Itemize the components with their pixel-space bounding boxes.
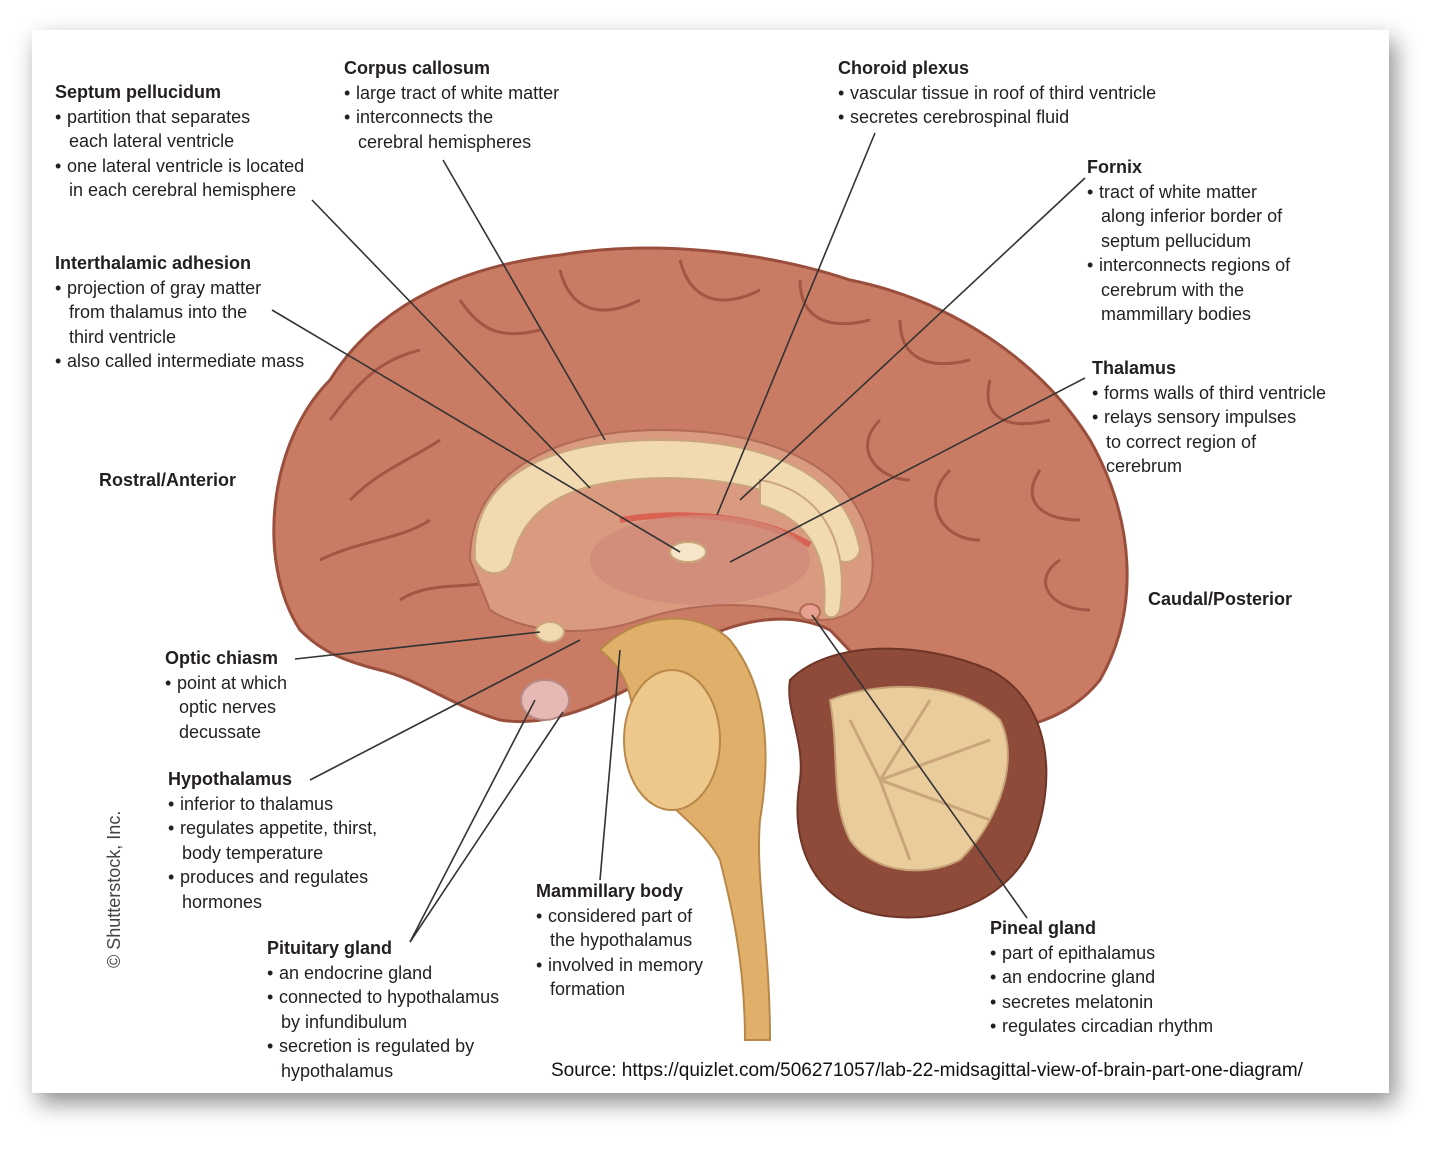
label-line: connected to hypothalamus [267,985,499,1010]
label-line: tract of white matter [1087,180,1290,205]
arbor-vitae [828,685,1009,872]
pituitary-gland [520,679,570,721]
direction-anterior: Rostral/Anterior [99,470,237,490]
label-line: optic nerves [179,697,277,717]
brain-illustration [271,132,1129,1041]
label-corpus-callosum: Corpus callosum large tract of white mat… [344,56,559,154]
direction-posterior: Caudal/Posterior [1148,589,1293,609]
optic-chiasm [535,621,565,643]
label-line: septum pellucidum [1101,230,1252,251]
label-line: in each cerebral hemisphere [69,180,297,200]
label-line: interconnects regions of [1087,253,1290,278]
label-line: an endocrine gland [267,961,499,986]
label-line: third ventricle [69,326,177,347]
label-line: body temperature [182,842,324,863]
label-line: relays sensory impulses [1092,405,1326,430]
label-title: Thalamus [1092,358,1177,378]
label-line: an endocrine gland [990,965,1213,990]
label-line: from thalamus into the [69,302,248,322]
label-line: cerebrum with the [1101,279,1245,300]
label-title: Pineal gland [990,918,1097,938]
label-title: Fornix [1087,157,1143,177]
label-title: Septum pellucidum [55,82,222,102]
label-pituitary-gland: Pituitary gland an endocrine gland conne… [267,936,499,1083]
arbor-branches [848,699,991,861]
label-title: Optic chiasm [165,648,279,668]
interthalamic-adhesion [669,541,707,563]
label-line: cerebrum [1106,456,1183,476]
label-line: hormones [182,891,263,912]
label-hypothalamus: Hypothalamus inferior to thalamus regula… [168,767,377,914]
label-line: mammillary bodies [1101,304,1252,324]
source-citation: Source: https://quizlet.com/506271057/la… [551,1060,1303,1081]
label-line: part of epithalamus [990,941,1213,966]
label-septum-pellucidum: Septum pellucidum partition that separat… [55,80,304,203]
label-line: point at which [165,671,287,696]
label-line: each lateral ventricle [69,131,235,151]
label-line: involved in memory [536,953,703,978]
label-line: secretion is regulated by [267,1034,499,1059]
label-line: hypothalamus [281,1060,394,1081]
label-line: partition that separates [55,105,304,130]
label-line: cerebral hemispheres [358,131,532,152]
label-line: projection of gray matter [55,276,304,301]
label-line: decussate [179,721,262,742]
diagram-frame: Septum pellucidum partition that separat… [32,30,1389,1093]
image-credit: © Shutterstock, Inc. [104,810,124,968]
label-title: Hypothalamus [168,769,293,789]
label-line: interconnects the [344,105,559,130]
label-pineal-gland: Pineal gland part of epithalamus an endo… [990,916,1213,1039]
label-thalamus: Thalamus forms walls of third ventricle … [1092,356,1326,479]
pineal-gland [799,603,821,621]
label-interthalamic-adhesion: Interthalamic adhesion projection of gra… [55,251,304,374]
label-line: regulates appetite, thirst, [168,816,377,841]
label-line: produces and regulates [168,865,377,890]
label-title: Interthalamic adhesion [55,253,252,273]
label-line: one lateral ventricle is located [55,154,304,179]
label-line: inferior to thalamus [168,792,377,817]
label-line: secretes melatonin [990,990,1213,1015]
label-line: by infundibulum [281,1011,408,1032]
corpus-callosum [473,438,862,575]
pons [623,669,721,811]
label-line: also called intermediate mass [55,349,304,374]
leader-lines [271,132,1086,943]
label-title: Corpus callosum [344,58,491,78]
label-optic-chiasm: Optic chiasm point at which optic nerves… [165,646,287,744]
label-line: secretes cerebrospinal fluid [838,105,1156,130]
label-line: formation [550,979,626,999]
label-mammillary-body: Mammillary body considered part of the h… [536,879,703,1002]
label-choroid-plexus: Choroid plexus vascular tissue in roof o… [838,56,1156,130]
label-line: along inferior border of [1101,206,1283,226]
label-fornix: Fornix tract of white matter along infer… [1087,155,1290,327]
fornix [759,478,843,619]
label-title: Mammillary body [536,881,684,901]
label-line: to correct region of [1106,431,1257,452]
label-line: vascular tissue in roof of third ventric… [838,81,1156,106]
label-title: Pituitary gland [267,938,393,958]
label-title: Choroid plexus [838,58,970,78]
label-line: forms walls of third ventricle [1092,381,1326,406]
label-line: large tract of white matter [344,81,559,106]
label-line: considered part of [536,904,703,929]
label-line: regulates circadian rhythm [990,1014,1213,1039]
label-line: the hypothalamus [550,930,693,950]
